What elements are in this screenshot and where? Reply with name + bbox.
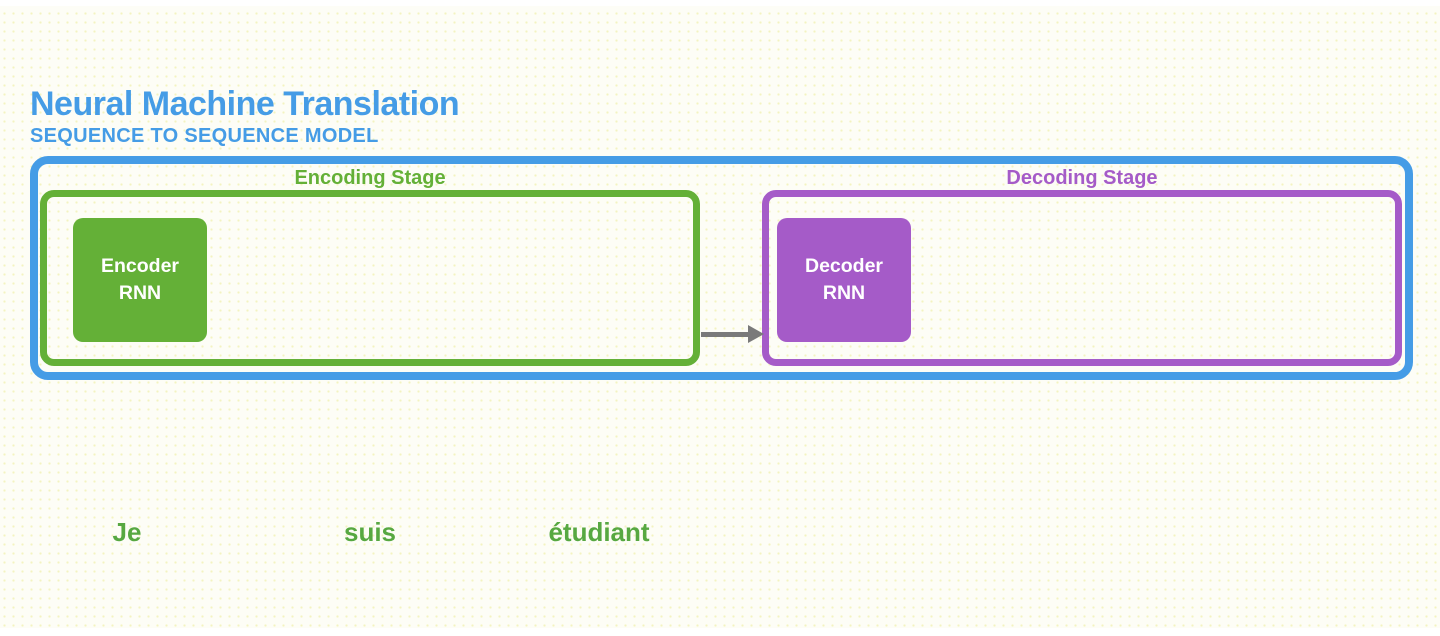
page-subtitle: SEQUENCE TO SEQUENCE MODEL <box>30 125 379 147</box>
input-word: suis <box>343 517 397 547</box>
decoder-rnn-label-line2: RNN <box>822 282 866 304</box>
encoder-to-decoder-arrow-line <box>701 332 750 337</box>
right-arrow-icon <box>748 325 764 343</box>
input-word: Je <box>112 517 142 547</box>
encoder-rnn-label-line2: RNN <box>118 282 162 304</box>
decoding-stage-label: Decoding Stage <box>1006 167 1158 189</box>
encoding-stage-panel <box>40 190 700 366</box>
input-word: étudiant <box>548 517 650 547</box>
encoder-rnn-box: Encoder RNN <box>73 218 207 342</box>
decoder-rnn-label-line1: Decoder <box>804 255 884 277</box>
top-white-strip <box>0 0 1440 6</box>
decoder-rnn-box: Decoder RNN <box>777 218 911 342</box>
seq2seq-model-container <box>30 156 1413 380</box>
bottom-white-strip <box>0 628 1440 636</box>
page-title: Neural Machine Translation <box>30 85 460 123</box>
encoding-stage-label: Encoding Stage <box>294 167 446 189</box>
decoding-stage-panel <box>762 190 1402 366</box>
encoder-rnn-label-line1: Encoder <box>100 255 180 277</box>
